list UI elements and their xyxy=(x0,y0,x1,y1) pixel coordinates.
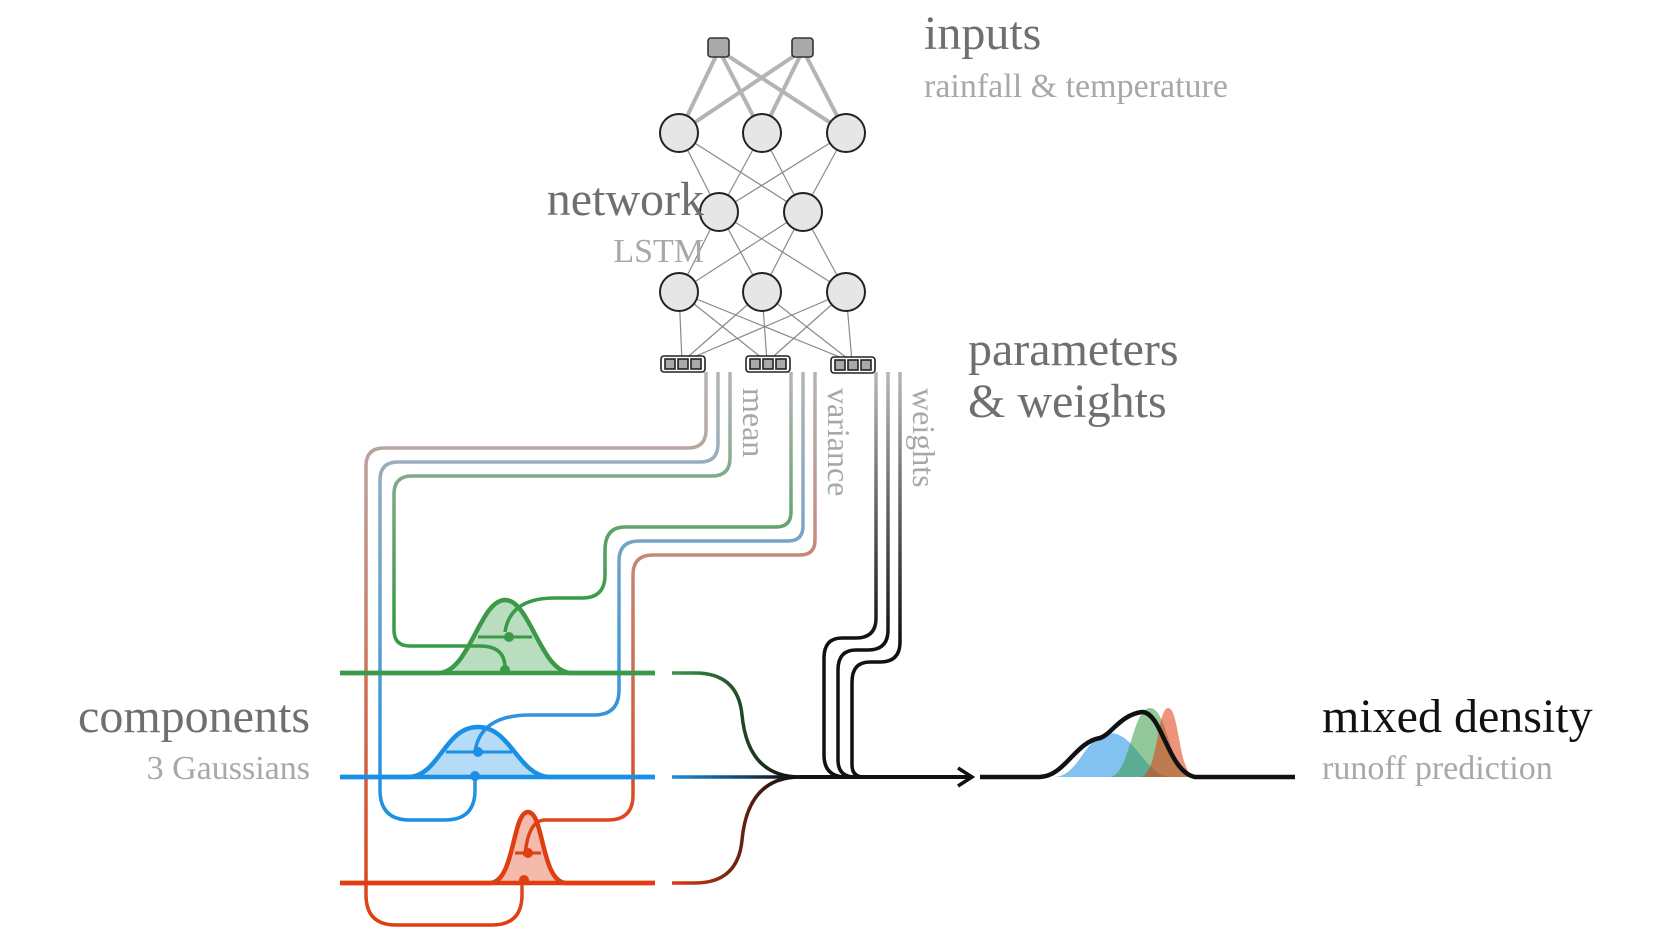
blue-mean-dot xyxy=(470,771,480,781)
green-mean-dot xyxy=(500,665,510,675)
mean-wire-red xyxy=(364,372,708,927)
network-title: network xyxy=(546,173,704,226)
weights-output-block xyxy=(830,356,876,374)
red-join-wire xyxy=(672,775,801,885)
green-component xyxy=(340,597,655,676)
variance-label: variance xyxy=(821,388,857,497)
components-title: components xyxy=(78,690,310,743)
variance-wire-green xyxy=(503,372,793,633)
blue-variance-dot xyxy=(473,747,483,757)
hidden-node xyxy=(699,192,739,232)
mean-label: mean xyxy=(736,388,772,458)
output-blocks xyxy=(660,355,876,374)
weights-connections xyxy=(822,372,902,779)
mean-output-block xyxy=(660,355,706,373)
hidden-node xyxy=(742,113,782,153)
hidden-node xyxy=(783,192,823,232)
inputs-subtitle: rainfall & temperature xyxy=(924,68,1228,105)
red-mean-dot xyxy=(519,875,529,885)
inputs-title: inputs xyxy=(924,7,1042,60)
blue-component xyxy=(340,724,655,781)
variance-wire-blue xyxy=(473,372,805,753)
mixed-density-title: mixed density xyxy=(1322,690,1593,743)
input-node xyxy=(707,37,730,58)
hidden-edges xyxy=(678,132,853,363)
parameters-title-line1: parameters xyxy=(968,323,1179,376)
mixed-density-subtitle: runoff prediction xyxy=(1322,750,1553,787)
hidden-node xyxy=(826,272,866,312)
weights-wire xyxy=(836,372,890,779)
hidden-node xyxy=(659,272,699,312)
weights-wire xyxy=(822,372,878,779)
mean-connections xyxy=(364,372,732,927)
green-variance-dot xyxy=(504,632,514,642)
red-component xyxy=(340,809,655,886)
input-edges xyxy=(677,48,848,135)
input-node xyxy=(791,37,814,58)
blue-gaussian-curve xyxy=(340,724,655,780)
mixture-combination xyxy=(672,671,976,885)
green-join-wire xyxy=(672,671,801,779)
hidden-node xyxy=(826,113,866,153)
green-gaussian-curve xyxy=(340,597,655,676)
variance-output-block xyxy=(745,355,791,373)
mean-wire-green xyxy=(392,372,732,669)
mixed-density xyxy=(980,708,1295,780)
hidden-node xyxy=(742,272,782,312)
weights-label: weights xyxy=(906,388,942,488)
input-nodes xyxy=(707,37,814,58)
parameters-title-line2: & weights xyxy=(968,375,1167,428)
weights-wire xyxy=(850,372,902,779)
network-subtitle: LSTM xyxy=(613,233,704,270)
mixed-density-curve xyxy=(980,709,1295,780)
components-subtitle: 3 Gaussians xyxy=(146,750,310,787)
hidden-node xyxy=(659,113,699,153)
red-variance-dot xyxy=(523,848,533,858)
network-nodes xyxy=(659,113,866,312)
arrow-head xyxy=(957,766,976,788)
red-gaussian-curve xyxy=(340,809,655,886)
mean-wire-blue xyxy=(378,372,720,822)
